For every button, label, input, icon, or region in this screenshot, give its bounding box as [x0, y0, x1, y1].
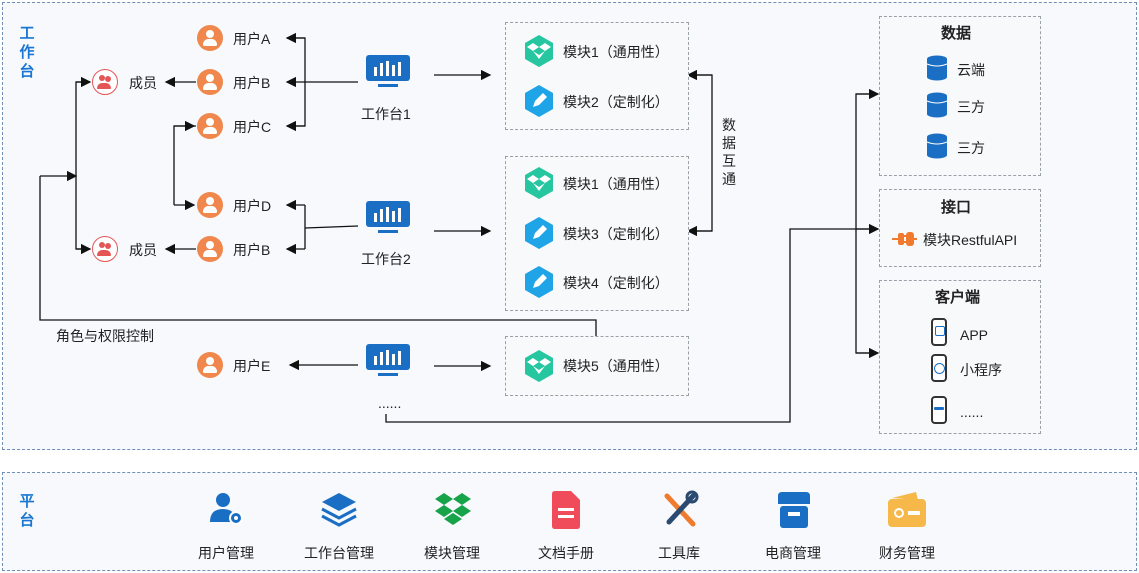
- shop-icon: [778, 492, 810, 528]
- more-clients-icon: [931, 396, 947, 424]
- client-box: [879, 280, 1041, 434]
- monitor-icon: [366, 201, 410, 233]
- client-item: APP: [960, 327, 989, 343]
- module-label: 模块1（通用性）: [563, 44, 669, 60]
- data-item: 三方: [957, 99, 985, 115]
- dropbox-module-icon: [525, 35, 553, 67]
- dropbox-module-icon: [525, 167, 553, 199]
- api-item: 模块RestfulAPI: [923, 232, 1018, 248]
- user-label-b: 用户B: [233, 242, 271, 258]
- user-icon: [197, 25, 223, 51]
- platform-label: 财务管理: [879, 545, 935, 561]
- monitor-icon: [366, 55, 410, 87]
- layers-icon: [321, 493, 357, 527]
- api-box: [879, 189, 1041, 267]
- database-icon: [926, 133, 948, 159]
- workspace-label: 工作台2: [361, 251, 411, 267]
- user-icon: [197, 352, 223, 378]
- member-label: 成员: [129, 75, 157, 91]
- client-item: 小程序: [960, 362, 1002, 378]
- user-icon: [197, 113, 223, 139]
- platform-label: 文档手册: [538, 545, 594, 561]
- workspace-section-title: 工作台: [19, 25, 35, 80]
- api-box-title: 接口: [941, 199, 972, 216]
- platform-section-title: 平台: [19, 493, 35, 529]
- edit-module-icon: [525, 217, 553, 249]
- member-icon: [92, 236, 118, 262]
- client-box-title: 客户端: [935, 289, 981, 306]
- edit-module-icon: [525, 85, 553, 117]
- edit-module-icon: [525, 266, 553, 298]
- user-icon: [197, 192, 223, 218]
- user-label-c: 用户C: [233, 119, 272, 135]
- member-icon: [92, 69, 118, 95]
- data-item: 云端: [957, 62, 985, 78]
- module-label: 模块4（定制化）: [563, 275, 669, 291]
- plug-icon: [892, 232, 917, 246]
- module-label: 模块2（定制化）: [563, 94, 669, 110]
- document-icon: [552, 491, 580, 529]
- workspace-ellipsis: ......: [378, 395, 402, 411]
- module-label: 模块1（通用性）: [563, 176, 669, 192]
- dropbox-module-icon: [525, 350, 553, 382]
- data-interop-label: 数据互通: [722, 117, 736, 187]
- database-icon: [926, 55, 948, 81]
- user-icon: [197, 236, 223, 262]
- workspace-label: 工作台1: [361, 106, 411, 122]
- user-management-icon: [210, 493, 243, 525]
- role-permission-label: 角色与权限控制: [56, 328, 154, 344]
- data-item: 三方: [957, 140, 985, 156]
- platform-label: 工作台管理: [304, 545, 374, 561]
- mini-program-icon: [931, 354, 947, 382]
- platform-label: 用户管理: [198, 545, 254, 561]
- dropbox-icon: [435, 493, 471, 525]
- client-item: ......: [960, 404, 984, 420]
- monitor-icon: [366, 344, 410, 376]
- user-label-e: 用户E: [233, 358, 271, 374]
- module-label: 模块3（定制化）: [563, 226, 669, 242]
- app-store-icon: [931, 318, 947, 346]
- user-label-b: 用户B: [233, 75, 271, 91]
- wallet-icon: [888, 492, 926, 527]
- user-label-a: 用户A: [233, 31, 271, 47]
- module-label: 模块5（通用性）: [563, 358, 669, 374]
- platform-label: 电商管理: [765, 545, 821, 561]
- database-icon: [926, 92, 948, 118]
- user-label-d: 用户D: [233, 198, 272, 214]
- member-label: 成员: [129, 242, 157, 258]
- user-icon: [197, 69, 223, 95]
- data-box: [879, 16, 1041, 176]
- data-box-title: 数据: [941, 25, 972, 42]
- platform-label: 工具库: [658, 545, 700, 561]
- platform-label: 模块管理: [424, 545, 480, 561]
- tools-icon: [664, 490, 699, 527]
